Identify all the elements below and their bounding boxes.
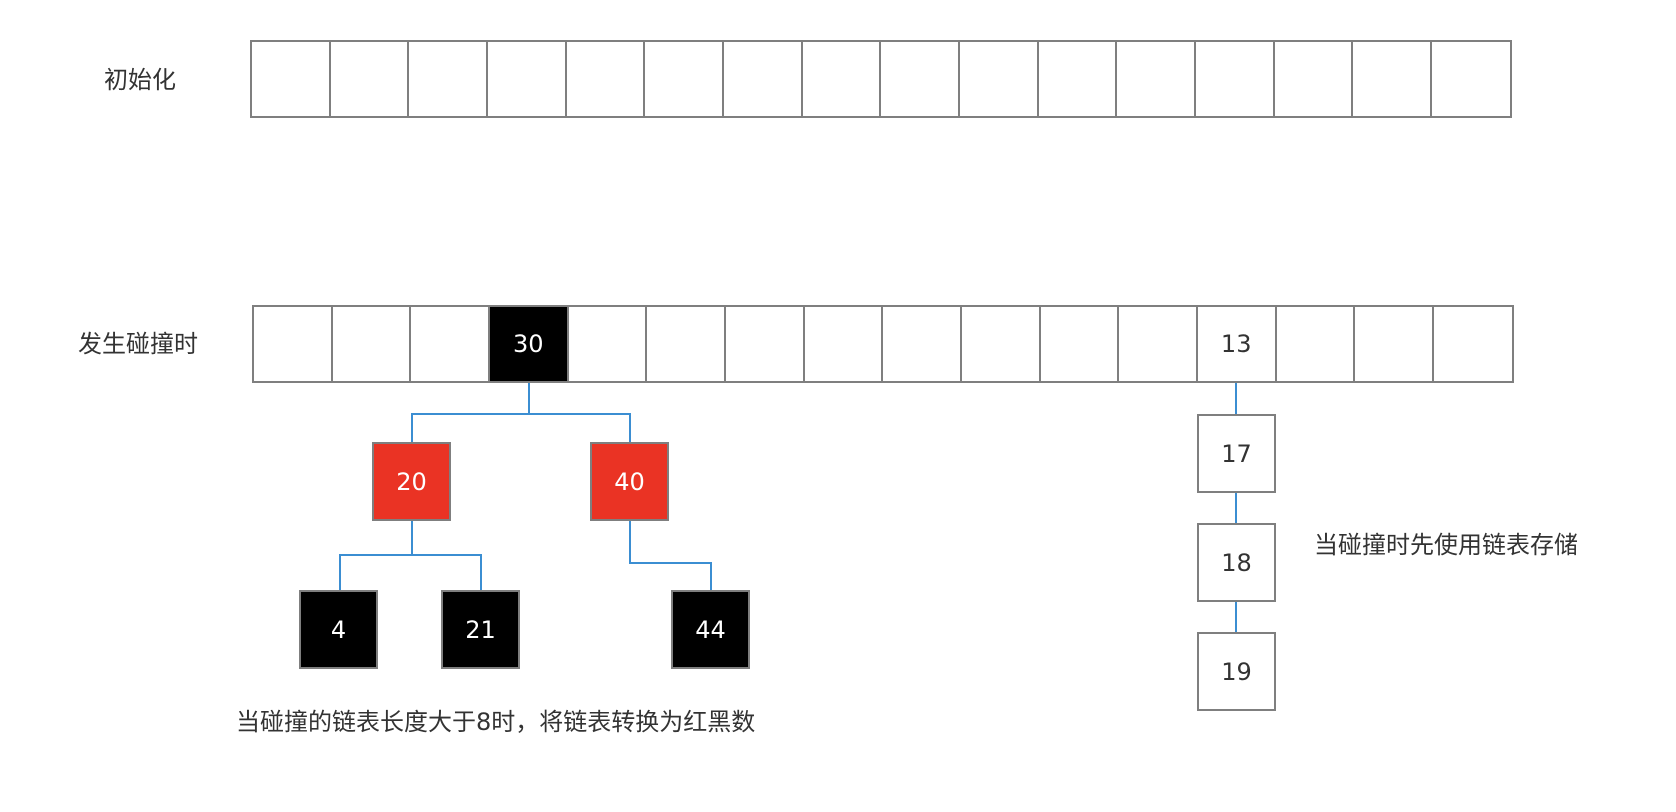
array-cell [883,307,962,381]
init-label: 初始化 [104,66,176,94]
array-cell [1353,42,1432,116]
list-note: 当碰撞时先使用链表存储 [1314,531,1578,559]
array-cell [1277,307,1356,381]
edge-20-right [412,554,482,590]
array-cell [1432,42,1511,116]
array-cell [881,42,960,116]
tree-node-right: 40 [590,442,669,521]
list-node: 17 [1197,414,1276,493]
collision-label: 发生碰撞时 [78,330,198,358]
collision-array: 30 13 [252,305,1514,383]
array-cell [805,307,884,381]
array-cell [569,307,648,381]
array-cell [1434,307,1513,381]
list-node: 19 [1197,632,1276,711]
array-cell [567,42,646,116]
array-cell [331,42,410,116]
array-cell-root: 30 [489,307,569,381]
array-cell [333,307,412,381]
array-cell [1196,42,1275,116]
tree-node-right-right: 44 [671,590,750,669]
tree-node-left: 20 [372,442,451,521]
edge-root-right [529,413,631,442]
array-cell [724,42,803,116]
array-cell [409,42,488,116]
array-cell [960,42,1039,116]
array-cell-list-head: 13 [1198,307,1277,381]
array-cell [647,307,726,381]
array-cell [411,307,490,381]
list-node: 18 [1197,523,1276,602]
tree-note: 当碰撞的链表长度大于8时，将链表转换为红黑数 [236,708,756,736]
init-array [250,40,1512,118]
array-cell [803,42,882,116]
array-cell [1117,42,1196,116]
array-cell [1275,42,1354,116]
array-cell [962,307,1041,381]
array-cell [488,42,567,116]
array-cell [1039,42,1118,116]
edge-20-children [339,521,413,590]
edge-root-children [411,383,530,442]
array-cell [1041,307,1120,381]
array-cell [726,307,805,381]
array-cell [645,42,724,116]
array-cell [1355,307,1434,381]
array-cell [254,307,333,381]
tree-node-left-right: 21 [441,590,520,669]
edge-40-44 [629,521,712,590]
array-cell [1119,307,1198,381]
tree-node-left-left: 4 [299,590,378,669]
array-cell [252,42,331,116]
